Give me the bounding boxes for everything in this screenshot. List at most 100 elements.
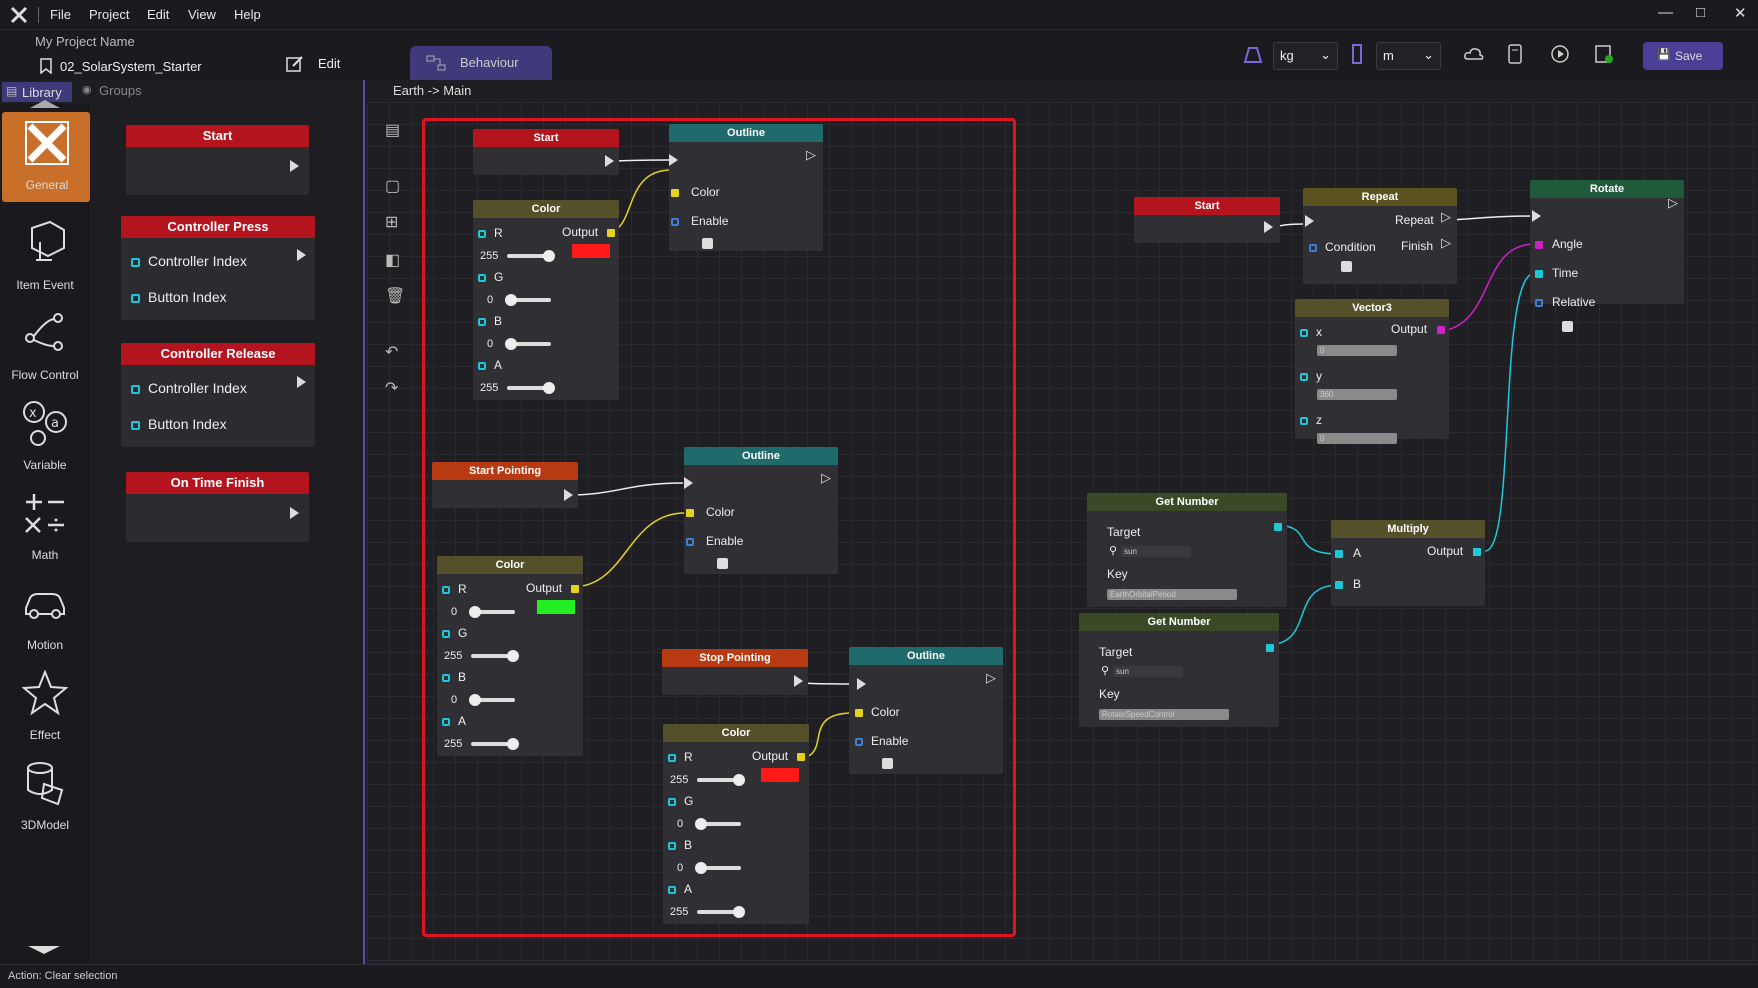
slider-knob[interactable] xyxy=(543,250,555,262)
flow-icon xyxy=(25,313,63,351)
redo-icon[interactable]: ↷ xyxy=(385,380,399,397)
b-slider[interactable] xyxy=(505,338,551,350)
port-icon xyxy=(797,753,805,761)
node-outline[interactable]: Outline ▷ Color Enable xyxy=(684,447,838,574)
target-field[interactable]: sun xyxy=(1121,546,1191,557)
cloud-icon[interactable] xyxy=(1463,44,1485,64)
paste-icon[interactable]: ◧ xyxy=(385,252,401,269)
node-color[interactable]: Color R Output 255 G 0 B 0 A 255 xyxy=(663,724,809,924)
a-slider[interactable] xyxy=(697,906,745,918)
r-slider[interactable] xyxy=(507,250,555,262)
scroll-down-icon[interactable] xyxy=(28,946,60,954)
mass-unit-select[interactable]: kg⌄ xyxy=(1273,42,1338,70)
close-icon[interactable]: ✕ xyxy=(1734,5,1747,22)
trash-icon[interactable]: 🗑 xyxy=(385,288,406,305)
slider-knob[interactable] xyxy=(469,694,481,706)
menu-file[interactable]: File xyxy=(50,7,71,22)
x-field[interactable]: 0 xyxy=(1317,345,1397,356)
menu-project[interactable]: Project xyxy=(89,7,130,22)
slider-knob[interactable] xyxy=(507,738,519,750)
b-slider[interactable] xyxy=(695,862,741,874)
export-icon[interactable] xyxy=(1594,44,1614,64)
copy-icon[interactable]: ▢ xyxy=(385,178,401,195)
slider-knob[interactable] xyxy=(733,774,745,786)
node-repeat[interactable]: Repeat Repeat ▷ Finish ▷ Condition xyxy=(1303,188,1457,284)
slider-knob[interactable] xyxy=(733,906,745,918)
node-start-pointing[interactable]: Start Pointing xyxy=(432,462,578,508)
slider-knob[interactable] xyxy=(505,294,517,306)
duplicate-icon[interactable]: ⊞ xyxy=(385,214,399,231)
z-field[interactable]: 0 xyxy=(1317,433,1397,444)
key-field[interactable]: EarthOrbitalPeriod xyxy=(1107,589,1237,600)
minimize-icon[interactable]: — xyxy=(1658,4,1673,21)
slider-knob[interactable] xyxy=(507,650,519,662)
lib-node-start[interactable]: Start xyxy=(126,125,309,195)
enable-checkbox[interactable] xyxy=(717,558,728,569)
node-color[interactable]: Color R Output 0 G 255 B 0 A 255 xyxy=(437,556,583,756)
enable-checkbox[interactable] xyxy=(882,758,893,769)
slider-knob[interactable] xyxy=(469,606,481,618)
category-math[interactable]: Math xyxy=(0,482,90,572)
a-slider[interactable] xyxy=(507,382,555,394)
menu-help[interactable]: Help xyxy=(234,7,261,22)
node-outline[interactable]: Outline ▷ Color Enable xyxy=(849,647,1003,774)
target-field[interactable]: sun xyxy=(1113,666,1183,677)
graph-canvas[interactable]: ▤ ▢ ⊞ ◧ 🗑 ↶ ↷ Start Outline ▷ Color En xyxy=(367,102,1758,964)
node-vector3[interactable]: Vector3 x Output 0 y 360 z 0 xyxy=(1295,299,1449,444)
slider-knob[interactable] xyxy=(505,338,517,350)
comment-icon[interactable]: ▤ xyxy=(385,122,401,139)
port-icon xyxy=(131,294,140,303)
length-unit-select[interactable]: m⌄ xyxy=(1376,42,1441,70)
slider-knob[interactable] xyxy=(695,818,707,830)
lib-node-controller-release[interactable]: Controller Release Controller Index Butt… xyxy=(121,343,315,447)
edit-button[interactable]: Edit xyxy=(318,56,341,71)
node-start[interactable]: Start xyxy=(1134,197,1280,243)
lib-node-on-time-finish[interactable]: On Time Finish xyxy=(126,472,309,542)
category-motion[interactable]: Motion xyxy=(0,572,90,662)
category-flow-control[interactable]: Flow Control xyxy=(0,302,90,392)
y-field[interactable]: 360 xyxy=(1317,389,1397,400)
slider-knob[interactable] xyxy=(543,382,555,394)
scroll-up-icon[interactable] xyxy=(30,100,60,108)
node-outline[interactable]: Outline ▷ Color Enable xyxy=(669,124,823,251)
exec-output-icon xyxy=(605,155,614,167)
category-effect[interactable]: Effect xyxy=(0,662,90,752)
undo-icon[interactable]: ↶ xyxy=(385,344,399,361)
save-button[interactable]: 💾 Save xyxy=(1643,42,1723,70)
category-general[interactable]: General xyxy=(2,112,90,202)
tab-library[interactable]: ▤ Library xyxy=(2,82,72,102)
node-get-number[interactable]: Get Number Target ⚲ sun Key EarthOrbital… xyxy=(1087,493,1287,607)
node-get-number[interactable]: Get Number Target ⚲ sun Key RotateSpeedC… xyxy=(1079,613,1279,727)
condition-checkbox[interactable] xyxy=(1341,261,1352,272)
key-field[interactable]: RotateSpeedControl xyxy=(1099,709,1229,720)
g-slider[interactable] xyxy=(505,294,551,306)
node-multiply[interactable]: Multiply A Output B xyxy=(1331,520,1485,606)
edit-icon[interactable] xyxy=(285,54,305,74)
category-item-event[interactable]: Item Event xyxy=(0,212,90,302)
play-icon[interactable] xyxy=(1550,44,1570,64)
relative-checkbox[interactable] xyxy=(1562,321,1573,332)
node-color[interactable]: Color R Output 255 G 0 B 0 A 255 xyxy=(473,200,619,400)
node-start[interactable]: Start xyxy=(473,129,619,175)
category-3dmodel[interactable]: 3DModel xyxy=(0,752,90,842)
r-slider[interactable] xyxy=(469,606,515,618)
menu-edit[interactable]: Edit xyxy=(147,7,170,22)
node-rotate[interactable]: Rotate ▷ Angle Time Relative xyxy=(1530,180,1684,309)
g-slider[interactable] xyxy=(695,818,741,830)
behaviour-tab[interactable]: Behaviour xyxy=(410,46,552,80)
menu-view[interactable]: View xyxy=(188,7,216,22)
device-icon[interactable] xyxy=(1507,44,1523,64)
maximize-icon[interactable]: □ xyxy=(1696,4,1706,21)
slider-knob[interactable] xyxy=(695,862,707,874)
a-slider[interactable] xyxy=(471,738,519,750)
enable-checkbox[interactable] xyxy=(702,238,713,249)
port-label: G xyxy=(458,626,468,640)
tab-groups[interactable]: Groups xyxy=(99,83,142,98)
g-slider[interactable] xyxy=(471,650,519,662)
b-value: 0 xyxy=(487,338,494,350)
lib-node-controller-press[interactable]: Controller Press Controller Index Button… xyxy=(121,216,315,320)
r-slider[interactable] xyxy=(697,774,745,786)
b-slider[interactable] xyxy=(469,694,515,706)
node-stop-pointing[interactable]: Stop Pointing xyxy=(662,649,808,695)
